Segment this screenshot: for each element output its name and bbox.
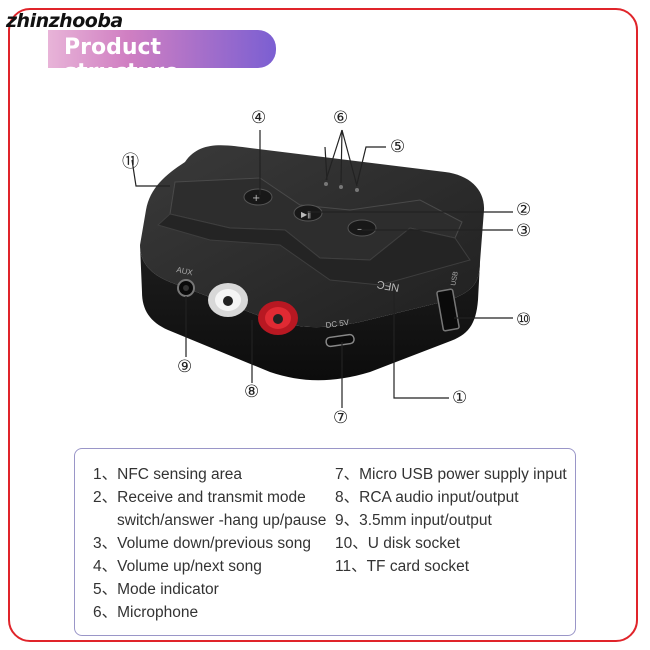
aux-jack (177, 279, 195, 297)
usb-port (436, 288, 460, 332)
rca-white-jack (208, 283, 248, 317)
legend-item-2-continued: switch/answer -hang up/pause (117, 512, 327, 529)
callout-9: ⑨ (177, 357, 193, 376)
callout-5: ⑤ (390, 137, 406, 156)
legend-left-column: 1、NFC sensing area 2、Receive and transmi… (93, 463, 393, 624)
callout-8: ⑧ (244, 382, 260, 401)
callout-10: ⑩ (516, 310, 532, 329)
micro-usb-port (325, 333, 355, 348)
legend-item-10: 10、U disk socket (335, 535, 460, 552)
legend-item-2: 2、Receive and transmit mode (93, 489, 306, 506)
svg-text:+: + (252, 193, 260, 204)
indicator-dot-2 (339, 185, 343, 189)
brand-watermark: zhinzhooba (6, 10, 123, 32)
legend-item-9: 9、3.5mm input/output (335, 512, 492, 529)
usb-label: USB (450, 271, 459, 287)
button-volume-up[interactable]: + (243, 188, 273, 206)
leader-lines (131, 129, 513, 408)
indicator-dot-1 (324, 182, 328, 186)
legend-item-1: 1、NFC sensing area (93, 466, 243, 483)
callout-4: ④ (251, 108, 267, 127)
button-volume-down[interactable]: – (347, 219, 377, 237)
title-banner: Product structure (48, 30, 276, 85)
legend-right-column: 7、Micro USB power supply input 8、RCA aud… (335, 463, 575, 578)
svg-text:▶ǁ: ▶ǁ (301, 210, 311, 219)
callout-7: ⑦ (333, 408, 349, 427)
product-diagram: + ▶ǁ – AUX DC 5V NFC USB (131, 129, 513, 408)
nfc-label: NFC (376, 278, 400, 294)
legend-item-4: 4、Volume up/next song (93, 558, 262, 575)
legend-item-8: 8、RCA audio input/output (335, 489, 519, 506)
indicator-dot-3 (355, 188, 359, 192)
button-play-pause[interactable]: ▶ǁ (293, 204, 323, 222)
legend-item-11: 11、TF card socket (335, 558, 470, 575)
rca-red-jack (258, 301, 298, 335)
svg-text:–: – (357, 224, 362, 235)
aux-label: AUX (176, 265, 195, 277)
legend-box: 1、NFC sensing area 2、Receive and transmi… (74, 448, 576, 636)
callout-1: ① (452, 388, 468, 407)
legend-item-5: 5、Mode indicator (93, 581, 219, 598)
dc-label: DC 5V (325, 318, 350, 330)
border-frame (8, 8, 638, 642)
legend-item-6: 6、Microphone (93, 604, 199, 621)
callout-2: ② (516, 200, 532, 219)
callout-3: ③ (516, 221, 532, 240)
callout-11: ⑪ (122, 152, 139, 171)
callout-6: ⑥ (333, 108, 349, 127)
legend-item-7: 7、Micro USB power supply input (335, 466, 567, 483)
legend-item-3: 3、Volume down/previous song (93, 535, 311, 552)
banner-title: Product structure (64, 35, 180, 85)
device-body (140, 145, 485, 381)
